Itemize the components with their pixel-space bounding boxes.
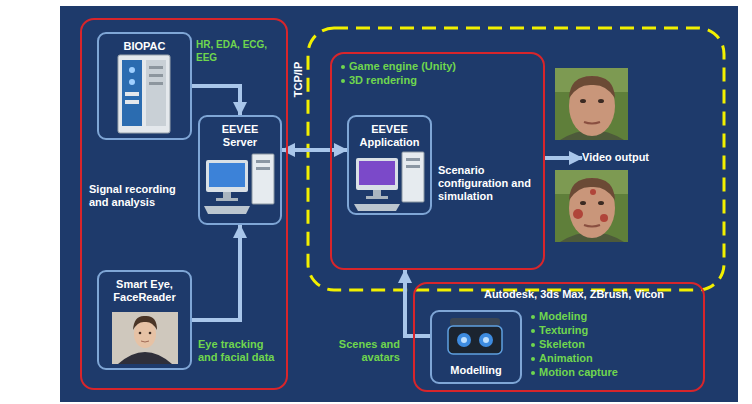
server-computer-icon [204, 154, 274, 214]
modelling-headset-icon [448, 318, 502, 354]
modelling-box: Modelling [430, 310, 522, 384]
smart-eye-photo-part [149, 332, 152, 335]
modelling-headset-icon-part [483, 337, 489, 343]
application-computer-icon-part [406, 165, 420, 168]
connector-label: Eye tracking and facial data [198, 338, 286, 364]
biopac-device-icon-part [125, 92, 139, 96]
output-text: Video output [582, 151, 674, 164]
output-label: Video output [582, 148, 674, 168]
server-computer-icon-part [223, 192, 231, 198]
group-panel: Game engine (Unity)3D renderingScenario … [330, 52, 545, 270]
application-computer-icon-part [366, 196, 388, 199]
box-title: Smart Eye, FaceReader [103, 278, 186, 304]
avatar-face-image-part [584, 225, 600, 227]
avatar-face-image-part [569, 178, 615, 200]
application-box: EEVEE Application [347, 115, 432, 215]
avatar-face-image-part [555, 68, 628, 140]
application-computer-icon-part [373, 190, 381, 196]
application-computer-icon-part [406, 158, 420, 161]
biopac-device-icon-part [149, 74, 163, 77]
simulation-group-outline-part [308, 28, 724, 290]
connector-label: HR, EDA, ECG, EEG [196, 38, 288, 64]
server-computer-icon-part [209, 163, 245, 187]
avatar-face-image-part [580, 201, 586, 205]
avatar-face-image-part [569, 76, 615, 98]
box-title: BIOPAC [99, 40, 190, 53]
server-computer-icon-part [204, 206, 250, 214]
background-panel-part [60, 6, 738, 402]
box-title: EEVEE Server [204, 123, 276, 149]
avatar-face-image-part [590, 189, 596, 195]
feature-item: Game engine (Unity) [340, 60, 500, 73]
connector-arrow [545, 156, 582, 160]
box-title: EEVEE Application [351, 123, 428, 149]
avatar-face-image [555, 68, 628, 140]
smart-eye-photo-part [133, 316, 157, 330]
group-label: Scenario configuration and simulation [438, 164, 538, 203]
tool-list-item: Modeling [530, 310, 695, 323]
avatar-face-image-part [573, 209, 583, 219]
avatar-face-image-part [598, 99, 604, 103]
server-computer-icon-part [206, 160, 248, 192]
biopac-device-icon-part [129, 79, 135, 85]
biopac-device-icon-part [146, 60, 166, 126]
smart-eye-photo-part [141, 341, 149, 342]
smart-eye-photo-part [112, 312, 178, 364]
avatar-face-image-part [569, 178, 615, 238]
biopac-device-icon-part [129, 67, 135, 73]
connector-arrow [192, 225, 240, 320]
smart-eye-photo [112, 312, 178, 364]
modelling-headset-icon-part [450, 318, 500, 326]
server-computer-icon-part [216, 198, 238, 201]
application-computer-icon [354, 152, 424, 211]
application-computer-icon-part [354, 204, 400, 211]
avatar-face-image-part [600, 214, 608, 222]
biopac-device-icon-part [118, 55, 170, 133]
connector-arrow [282, 148, 347, 152]
avatar-face-image [555, 170, 628, 242]
biopac-device-icon-part [122, 60, 142, 126]
modelling-headset-icon-part [457, 333, 471, 347]
connector-arrow [405, 270, 430, 336]
biopac-device-icon-part [149, 66, 163, 69]
modelling-headset-icon-part [479, 333, 493, 347]
connector-arrow [192, 86, 240, 115]
tool-list-item: Motion capture [530, 366, 695, 379]
avatar-face-image-part [580, 99, 586, 103]
modelling-headset-icon-part [448, 326, 502, 354]
simulation-group-outline [308, 28, 724, 290]
tool-list-item: Animation [530, 352, 695, 365]
device-box: BIOPAC [97, 32, 192, 140]
avatar-face-image-part [569, 76, 615, 136]
group-panel: Signal recording and analysis BIOPAC EEVEE… [80, 18, 288, 390]
biopac-device-icon-part [125, 100, 139, 104]
avatar-face-image-part [584, 122, 600, 124]
application-computer-icon-part [356, 158, 398, 190]
biopac-device-icon-part [149, 82, 163, 85]
smart-eye-photo-part [118, 352, 172, 364]
box-title: Modelling [432, 364, 520, 377]
tool-list-item: Skeleton [530, 338, 695, 351]
feature-item: 3D rendering [340, 74, 500, 87]
avatar-face-image-part [555, 170, 628, 242]
smart-eye-photo-part [139, 332, 142, 335]
sensor-box: Smart Eye, FaceReader [97, 270, 192, 370]
server-computer-icon-part [252, 154, 274, 204]
group-label: Signal recording and analysis [89, 183, 189, 209]
connector-label: Scenes and avatars [334, 338, 400, 364]
biopac-device-icon [118, 55, 170, 133]
background-panel [60, 6, 738, 402]
avatar-face-image-part [598, 201, 604, 205]
tool-list-item: Texturing [530, 324, 695, 337]
connector-label: TCP/IP [292, 60, 305, 100]
application-computer-icon-part [359, 161, 395, 185]
server-computer-icon-part [256, 167, 270, 170]
group-panel: Autodesk, 3ds Max, ZBrush, ViconModeling… [413, 282, 705, 392]
application-computer-icon-part [402, 152, 424, 202]
server-box: EEVEE Server [198, 115, 282, 225]
tools-title: Autodesk, 3ds Max, ZBrush, Vicon [443, 288, 705, 301]
modelling-headset-icon-part [461, 337, 467, 343]
server-computer-icon-part [256, 160, 270, 163]
